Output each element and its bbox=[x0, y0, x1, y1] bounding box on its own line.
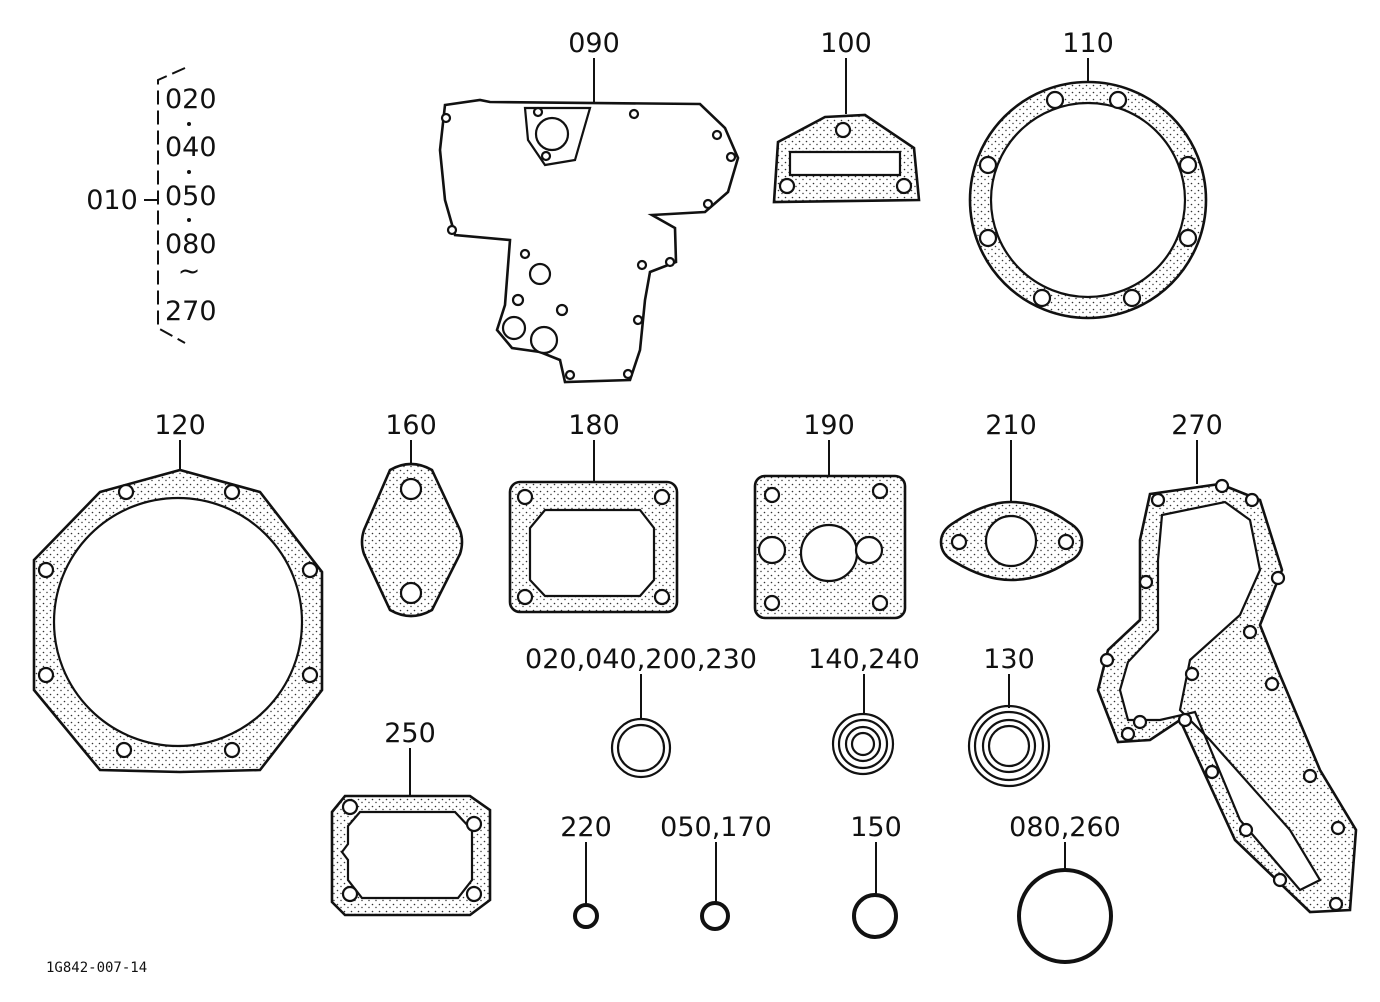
oring-080-260: 080,260 bbox=[1009, 812, 1121, 964]
label-110: 110 bbox=[1062, 28, 1114, 59]
label-220: 220 bbox=[560, 812, 612, 843]
gasket-160: 160 bbox=[360, 410, 464, 618]
bracket-item-020: 020 bbox=[165, 84, 217, 115]
bracket-item-040: 040 bbox=[165, 132, 217, 163]
label-180: 180 bbox=[568, 410, 620, 441]
label-100: 100 bbox=[820, 28, 872, 59]
label-010: 010 bbox=[86, 185, 138, 216]
label-ring-a: 020,040,200,230 bbox=[525, 644, 757, 675]
label-oring-a: 050,170 bbox=[660, 812, 772, 843]
label-210: 210 bbox=[985, 410, 1037, 441]
gasket-180: 180 bbox=[508, 410, 679, 614]
oring-220: 220 bbox=[560, 812, 612, 929]
ring-020-040-200-230: 020,040,200,230 bbox=[525, 644, 757, 779]
label-oring-b: 080,260 bbox=[1009, 812, 1121, 843]
bracket-item-050: 050 bbox=[165, 181, 217, 212]
bracket-dot bbox=[187, 170, 191, 174]
gasket-100: 100 bbox=[772, 28, 921, 204]
bracket-dot bbox=[187, 218, 191, 222]
oring-050-170: 050,170 bbox=[660, 812, 772, 931]
gasket-270: 270 bbox=[1096, 410, 1358, 914]
gasket-210: 210 bbox=[939, 410, 1084, 582]
gasket-120: 120 bbox=[32, 410, 324, 774]
drawing-code: 1G842-007-14 bbox=[46, 960, 147, 976]
bracket-group: 010 020 040 050 080 ~ 270 bbox=[86, 67, 217, 344]
label-270: 270 bbox=[1171, 410, 1223, 441]
gasket-250: 250 bbox=[330, 718, 492, 917]
oring-150: 150 bbox=[850, 812, 902, 939]
ring-140-240: 140,240 bbox=[808, 644, 920, 776]
gasket-190: 190 bbox=[753, 410, 907, 620]
label-090: 090 bbox=[568, 28, 620, 59]
gasket-090: 090 bbox=[438, 28, 740, 384]
bracket-tilde: ~ bbox=[178, 256, 201, 287]
ring-130: 130 bbox=[967, 644, 1051, 788]
label-120: 120 bbox=[154, 410, 206, 441]
label-160: 160 bbox=[385, 410, 437, 441]
label-150: 150 bbox=[850, 812, 902, 843]
label-190: 190 bbox=[803, 410, 855, 441]
bracket-dot bbox=[187, 122, 191, 126]
gasket-110: 110 bbox=[968, 28, 1208, 320]
bracket-item-080: 080 bbox=[165, 229, 217, 260]
label-250: 250 bbox=[384, 718, 436, 749]
label-ring-b: 140,240 bbox=[808, 644, 920, 675]
label-130: 130 bbox=[983, 644, 1035, 675]
bracket-item-270: 270 bbox=[165, 296, 217, 327]
